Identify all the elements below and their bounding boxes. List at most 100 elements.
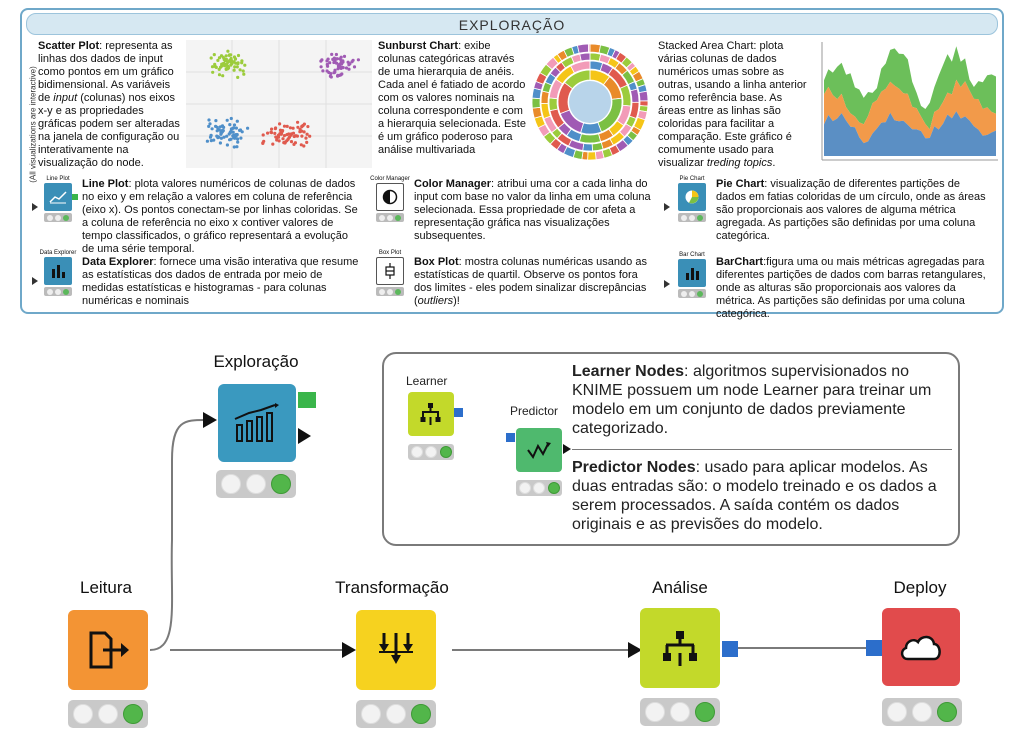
scatter-point xyxy=(269,130,273,134)
leitura-status-lights xyxy=(68,700,148,728)
data-explorer-description: Data Explorer: fornece uma visão interat… xyxy=(82,256,362,308)
pie-chart-description: Pie Chart: visualização de diferentes pa… xyxy=(716,178,992,243)
scatter-point xyxy=(302,130,306,134)
line-plot-input-port[interactable] xyxy=(32,203,38,211)
predictor-status-lights xyxy=(516,480,562,496)
scatter-point xyxy=(229,130,233,134)
scatter-point xyxy=(277,139,281,143)
scatter-point xyxy=(207,118,211,122)
scatter-text-italic: input xyxy=(53,92,78,104)
learner-node[interactable] xyxy=(408,392,454,436)
predictor-node[interactable] xyxy=(516,428,562,472)
scatter-point xyxy=(228,138,232,142)
deploy-node[interactable] xyxy=(882,608,960,686)
learner-tree-icon xyxy=(420,403,441,425)
pie-chart-input-port[interactable] xyxy=(664,203,670,211)
scatter-point xyxy=(308,134,312,138)
scatter-point xyxy=(215,134,219,138)
scatter-point xyxy=(222,57,226,62)
scatter-point xyxy=(236,75,240,79)
bar-chart-text: :figura uma ou mais métricas agregadas p… xyxy=(716,256,986,320)
transformacao-node[interactable] xyxy=(356,610,436,690)
scatter-point xyxy=(225,143,229,147)
line-plot-output-port[interactable] xyxy=(72,194,78,200)
scatter-point xyxy=(214,119,218,123)
scatter-point xyxy=(302,122,306,126)
scatter-point xyxy=(344,66,349,70)
scatter-point xyxy=(242,72,246,76)
bar-chart-status-lights xyxy=(678,289,706,298)
scatter-point xyxy=(281,137,285,141)
scatter-point xyxy=(235,65,239,69)
scatter-point xyxy=(305,132,309,136)
bar-chart-description: BarChart:figura uma ou mais métricas agr… xyxy=(716,256,992,321)
data-explorer-node[interactable]: Data Explorer xyxy=(38,250,78,296)
exploracao-output-port-green[interactable] xyxy=(298,392,316,408)
predictor-model-input-port[interactable] xyxy=(506,433,515,442)
connection-leitura-exploracao[interactable] xyxy=(149,419,206,651)
exploracao-input-arrow[interactable] xyxy=(203,412,217,428)
sunburst-center xyxy=(569,81,611,123)
exploracao-output-port-arrow[interactable] xyxy=(298,428,311,444)
bar-chart-node[interactable]: Bar Chart xyxy=(672,252,712,298)
line-plot-node[interactable]: Line Plot xyxy=(38,176,78,222)
scatter-point xyxy=(246,126,250,130)
box-plot-node[interactable]: Box Plot xyxy=(370,250,410,296)
leitura-node[interactable] xyxy=(68,610,148,690)
analise-output-port[interactable] xyxy=(722,641,738,657)
bar-chart-input-port[interactable] xyxy=(664,280,670,288)
scatter-point xyxy=(319,65,323,69)
scatter-point xyxy=(261,133,265,137)
box-plot-label: Box Plot xyxy=(378,250,402,256)
scatter-point xyxy=(236,62,240,66)
box-plot-text-2: )! xyxy=(453,295,460,307)
deploy-input-port[interactable] xyxy=(866,640,882,656)
scatter-point xyxy=(331,57,335,61)
sunburst-description: Sunburst Chart: exibe colunas categórica… xyxy=(378,40,526,157)
scatter-point xyxy=(211,70,215,74)
scatter-point xyxy=(329,75,333,79)
scatter-point xyxy=(240,59,244,63)
exploracao-status-lights xyxy=(216,470,296,498)
scatter-point xyxy=(236,140,240,144)
scatter-point xyxy=(236,53,241,58)
scatter-point xyxy=(212,138,216,142)
scatter-point xyxy=(296,125,300,129)
scatter-point xyxy=(241,69,245,73)
transformacao-title: Transformação xyxy=(335,578,449,597)
scatter-plot-thumbnail xyxy=(186,40,372,168)
learner-status-lights xyxy=(408,444,454,460)
scatter-point xyxy=(238,128,243,132)
scatter-point xyxy=(329,72,333,76)
pie-chart-label: Pie Chart xyxy=(679,176,705,182)
predictor-nodes-text: : usado para aplicar modelos. As duas en… xyxy=(572,459,937,533)
scatter-point xyxy=(340,72,344,76)
scatter-point xyxy=(233,65,237,69)
line-plot-icon xyxy=(44,183,72,211)
box-plot-text-1: : mostra colunas numéricas usando as est… xyxy=(414,256,647,307)
color-manager-node[interactable]: Color Manager xyxy=(370,176,410,222)
file-reader-icon xyxy=(89,631,129,669)
exploracao-node[interactable] xyxy=(218,384,296,462)
scatter-point xyxy=(212,53,216,57)
scatter-point xyxy=(236,137,240,141)
pie-chart-name: Pie Chart xyxy=(716,178,765,190)
analise-input-arrow[interactable] xyxy=(628,642,642,658)
scatter-point xyxy=(221,74,225,78)
predictor-output-port[interactable] xyxy=(563,444,571,454)
pie-chart-node[interactable]: Pie Chart xyxy=(672,176,712,222)
scatter-plot-name: Scatter Plot xyxy=(38,40,100,52)
scatter-point xyxy=(207,124,211,128)
stacked-text-1: Stacked Area Chart: plota várias colunas… xyxy=(658,40,807,169)
data-explorer-input-port[interactable] xyxy=(32,277,38,285)
scatter-point xyxy=(285,124,289,128)
transformacao-input-arrow[interactable] xyxy=(342,642,356,658)
analise-node[interactable] xyxy=(640,608,720,688)
exploracao-title: Exploração xyxy=(213,352,299,371)
scatter-text-2: (colunas) nos eixos x-y e as propriedade… xyxy=(38,92,180,169)
learner-panel-divider xyxy=(572,449,952,450)
line-plot-status-lights xyxy=(44,213,72,222)
learner-output-port[interactable] xyxy=(454,408,463,417)
scatter-point xyxy=(222,135,226,139)
scatter-point xyxy=(234,126,238,130)
